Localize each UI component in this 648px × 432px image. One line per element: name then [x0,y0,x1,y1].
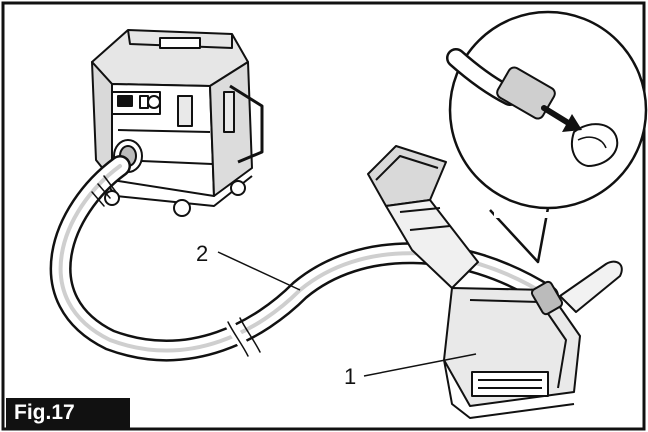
callout-2-leader [217,251,301,291]
figure-label: Fig.17 [6,398,130,428]
callout-2: 2 [196,241,209,266]
dust-cover-icon [443,280,581,419]
hose-connection-detail-icon [446,10,648,264]
grinder-icon [367,145,623,313]
callout-1-leader [363,353,477,377]
callout-1: 1 [344,364,357,389]
dust-extractor-icon [91,29,264,217]
arrow-icon [541,105,582,132]
